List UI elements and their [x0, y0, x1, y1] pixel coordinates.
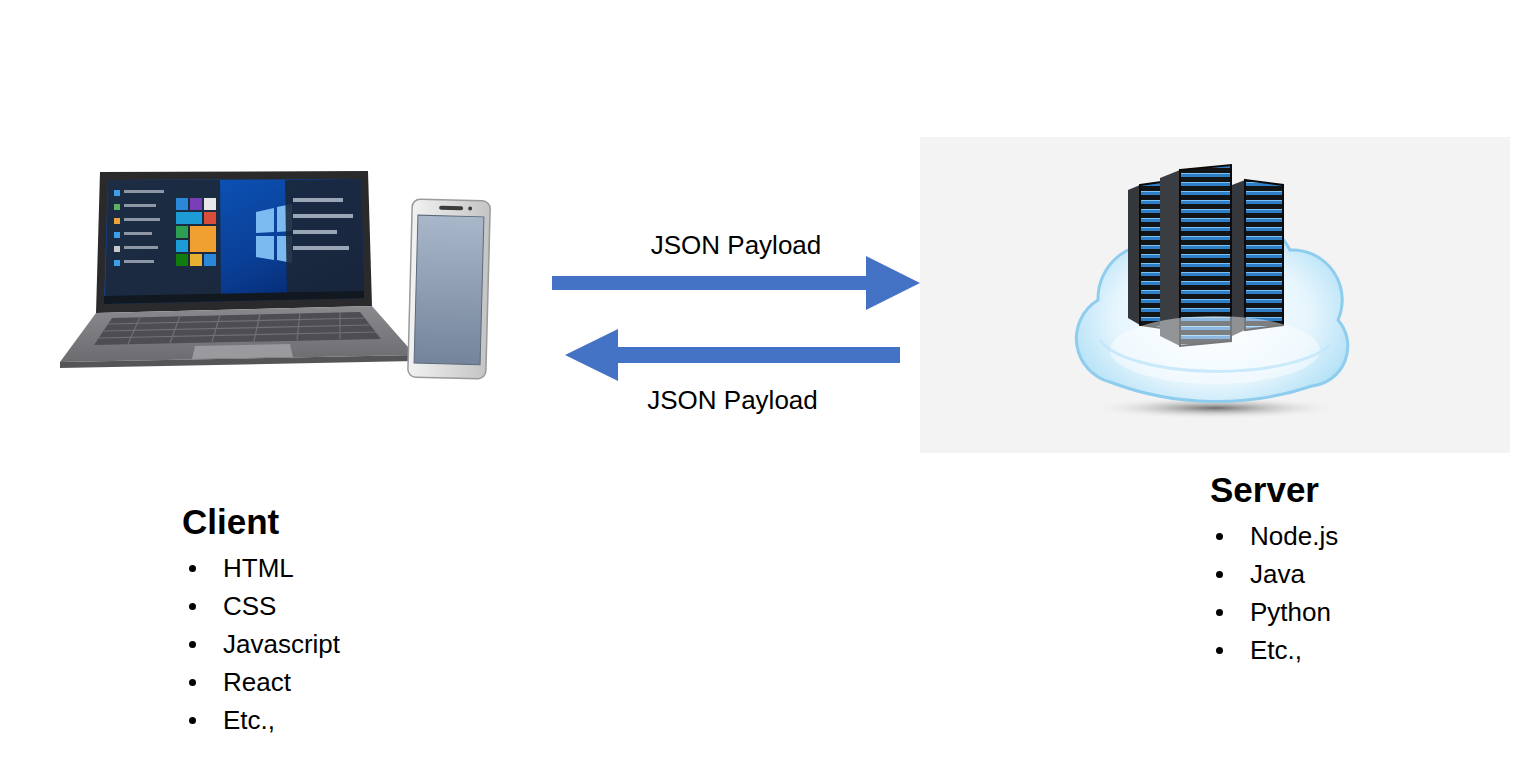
- technology-item: Python: [1250, 593, 1338, 631]
- laptop-picture: [190, 226, 216, 252]
- laptop-picture: [124, 260, 154, 263]
- laptop-picture: [94, 312, 381, 345]
- laptop-picture: [96, 171, 372, 313]
- phone-picture: [408, 199, 491, 379]
- laptop-picture: [124, 232, 152, 235]
- laptop-picture: [114, 218, 120, 224]
- technology-item: Java: [1250, 555, 1338, 593]
- laptop-picture: [192, 344, 293, 359]
- laptop-picture: [124, 190, 164, 193]
- laptop-picture: [104, 291, 364, 304]
- bullet-list: Node.jsJavaPythonEtc.,: [1210, 517, 1338, 669]
- technology-item: CSS: [223, 587, 340, 625]
- laptop-picture: [114, 232, 120, 238]
- phone-picture: [408, 199, 491, 379]
- laptop-picture: [285, 179, 364, 300]
- laptop-picture: [124, 218, 160, 221]
- payload-arrow: [565, 329, 900, 381]
- laptop-picture: [124, 246, 158, 249]
- laptop-picture: [293, 214, 353, 218]
- laptop-picture: [293, 246, 349, 250]
- laptop-picture: [176, 198, 188, 210]
- laptop-picture: [176, 226, 188, 238]
- group-heading: Server: [1210, 470, 1338, 510]
- laptop-picture: [124, 204, 156, 207]
- cloud-server-picture: [1076, 165, 1347, 419]
- cloud-server-picture: [1128, 185, 1140, 325]
- laptop-picture: [60, 171, 415, 368]
- text-block: ClientHTMLCSSJavascriptReactEtc.,: [182, 502, 340, 739]
- laptop-picture: [176, 212, 202, 224]
- text-block: ServerNode.jsJavaPythonEtc.,: [1210, 470, 1338, 669]
- phone-picture: [439, 206, 463, 211]
- technology-item: Etc.,: [1250, 631, 1338, 669]
- technology-item: Etc.,: [223, 701, 340, 739]
- laptop-picture: [190, 254, 202, 266]
- laptop-picture: [104, 179, 364, 304]
- laptop-picture: [60, 306, 415, 362]
- technology-item: React: [223, 663, 340, 701]
- cloud-server-picture: [1245, 180, 1283, 330]
- technology-item: Javascript: [223, 625, 340, 663]
- laptop-picture: [204, 254, 216, 266]
- laptop-picture: [114, 204, 120, 210]
- laptop-picture: [114, 246, 120, 252]
- client-group: ClientHTMLCSSJavascriptReactEtc.,: [55, 160, 552, 749]
- laptop-picture: [204, 198, 216, 210]
- laptop-picture: [176, 240, 188, 252]
- technology-item: Node.js: [1250, 517, 1338, 555]
- laptop-picture: [204, 212, 216, 224]
- arrow-label: JSON Payload: [651, 229, 822, 261]
- laptop-picture: [190, 198, 202, 210]
- payload-arrow: [552, 256, 920, 310]
- laptop-picture: [256, 236, 274, 260]
- laptop-picture: [114, 190, 120, 196]
- phone-picture: [414, 215, 484, 365]
- laptop-picture: [60, 355, 415, 368]
- laptop-picture: [293, 198, 343, 202]
- laptop-picture: [293, 230, 337, 234]
- laptop-picture: [176, 254, 188, 266]
- laptop-picture: [99, 312, 376, 344]
- arrow-label: JSON Payload: [647, 384, 818, 416]
- server-panel: [920, 137, 1510, 453]
- technology-item: HTML: [223, 549, 340, 587]
- laptop-picture: [256, 208, 274, 233]
- cloud-server-picture: [1100, 340, 1330, 371]
- cloud-server-picture: [1110, 316, 1320, 384]
- phone-picture: [468, 206, 472, 210]
- group-heading: Client: [182, 502, 340, 542]
- laptop-picture: [105, 180, 221, 303]
- cloud-server-picture: [1232, 180, 1245, 336]
- server-group: ServerNode.jsJavaPythonEtc.,: [920, 137, 1510, 679]
- bullet-list: HTMLCSSJavascriptReactEtc.,: [182, 549, 340, 739]
- laptop-picture: [114, 260, 120, 266]
